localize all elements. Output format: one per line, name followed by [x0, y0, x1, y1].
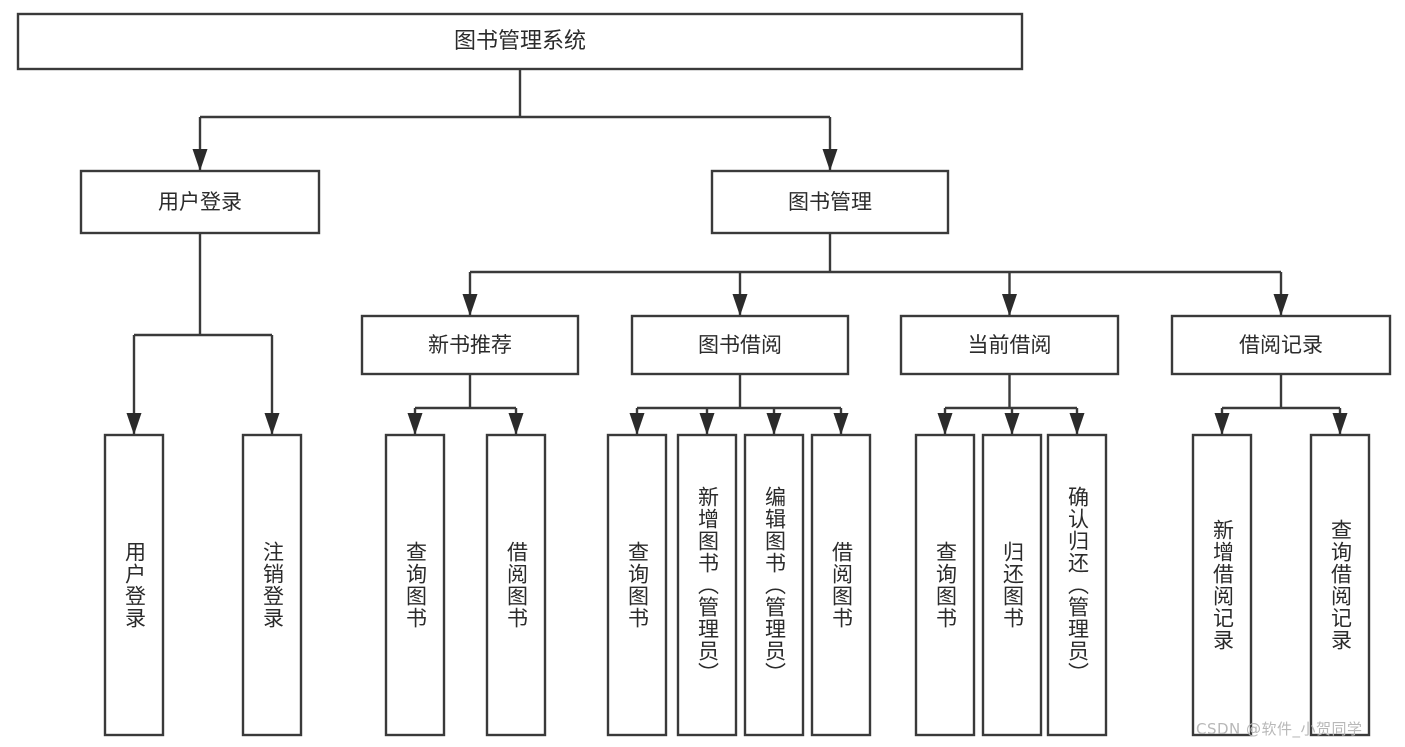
- edge-current-borrow-arrowhead-2: [1069, 413, 1085, 435]
- edge-book-management-arrowhead-0: [462, 294, 478, 316]
- node-user-login[interactable]: [79, 169, 321, 235]
- edge-borrow-record-arrowhead-1: [1332, 413, 1348, 435]
- node-leaf-return-book[interactable]: [981, 433, 1043, 737]
- edge-user-login-arrowhead-0: [126, 413, 142, 435]
- node-leaf-query-book-rec[interactable]: [384, 433, 446, 737]
- node-leaf-confirm-return-admin[interactable]: [1046, 433, 1108, 737]
- edge-book-borrow-arrowhead-1: [699, 413, 715, 435]
- node-leaf-edit-book-admin[interactable]: [743, 433, 805, 737]
- edge-borrow-record-arrowhead-0: [1214, 413, 1230, 435]
- node-leaf-add-book-admin[interactable]: [676, 433, 738, 737]
- node-leaf-query-book-current[interactable]: [914, 433, 976, 737]
- edge-book-management-arrowhead-3: [1273, 294, 1289, 316]
- edge-root-arrowhead-0: [192, 149, 208, 171]
- edge-current-borrow-arrowhead-0: [937, 413, 953, 435]
- edge-root-arrowhead-1: [822, 149, 838, 171]
- edge-book-borrow-arrowhead-3: [833, 413, 849, 435]
- edge-new-book-recommend-arrowhead-1: [508, 413, 524, 435]
- edge-book-management-arrowhead-1: [732, 294, 748, 316]
- node-root[interactable]: [16, 12, 1024, 71]
- node-current-borrow[interactable]: [899, 314, 1120, 376]
- edge-book-borrow-arrowhead-0: [629, 413, 645, 435]
- node-book-management[interactable]: [710, 169, 950, 235]
- edge-book-management-arrowhead-2: [1002, 294, 1017, 316]
- node-borrow-record[interactable]: [1170, 314, 1392, 376]
- boxes-group: [16, 12, 1392, 737]
- node-leaf-borrow-book-rec[interactable]: [485, 433, 547, 737]
- node-leaf-query-book-borrow[interactable]: [606, 433, 668, 737]
- edge-user-login-arrowhead-1: [264, 413, 280, 435]
- node-book-borrow[interactable]: [630, 314, 850, 376]
- node-new-book-recommend[interactable]: [360, 314, 580, 376]
- connectors-group: [126, 69, 1348, 435]
- edge-new-book-recommend-arrowhead-0: [407, 413, 423, 435]
- edge-book-borrow-arrowhead-2: [766, 413, 782, 435]
- node-leaf-query-borrow-record[interactable]: [1309, 433, 1371, 737]
- edge-current-borrow-arrowhead-1: [1004, 413, 1020, 435]
- node-leaf-add-borrow-record[interactable]: [1191, 433, 1253, 737]
- node-leaf-logout[interactable]: [241, 433, 303, 737]
- node-leaf-user-login[interactable]: [103, 433, 165, 737]
- csdn-watermark: CSDN @软件_小贺同学: [1196, 720, 1363, 738]
- node-leaf-borrow-book[interactable]: [810, 433, 872, 737]
